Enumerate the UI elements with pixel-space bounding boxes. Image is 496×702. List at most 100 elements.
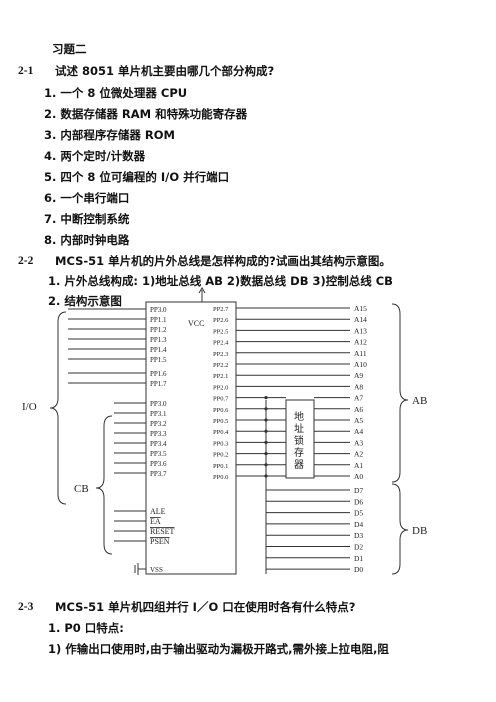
data-line-label: D0 [354,565,363,574]
left-pin-label: PP3.0 [150,400,167,408]
answer-item: 2. 结构示意图 [48,294,122,308]
db-label: DB [412,525,427,537]
left-pin-label: PP1.5 [150,356,167,364]
left-pin-label: PP3.0 [150,306,167,314]
right-pin-label: PP2.2 [213,362,228,369]
right-pin-label: PP0.2 [213,452,228,459]
cb-label: CB [74,483,89,495]
answer-item: 4. 两个定时/计数器 [44,149,146,163]
address-line-label: A6 [354,405,363,414]
junction-dot [264,474,268,478]
ab-brace [391,303,409,483]
question-text: 试述 8051 单片机主要由哪几个部分构成? [55,64,275,78]
latch-label-char: 存 [294,446,304,459]
junction-dot [264,396,268,400]
answer-item: 1. 一个 8 位微处理器 CPU [44,86,188,100]
right-pin-label: PP2.7 [213,306,229,313]
answer-item: 5. 四个 8 位可编程的 I/O 并行端口 [44,170,230,184]
bus-structure-diagram: PP3.0PP1.1PP1.2PP1.3PP1.4PP1.5PP1.6PP1.7… [22,287,427,575]
left-pin-label: PP3.4 [150,440,167,448]
right-pin-label: PP2.5 [213,328,228,335]
data-line-label: D4 [354,520,363,529]
control-pin-label: ALE [150,507,166,516]
latch-label-char: 地 [294,410,304,423]
right-pin-label: PP2.3 [213,351,228,358]
control-pin-label: PSEN [150,537,170,546]
address-line-label: A11 [354,349,367,358]
right-pin-label: PP0.5 [213,418,228,425]
address-line-label: A12 [354,338,367,347]
address-line-label: A14 [354,315,367,324]
latch-label-char: 锁 [294,434,304,447]
address-line-label: A7 [354,394,363,403]
right-pin-label: PP2.0 [213,384,228,391]
control-pin-label: RESET [150,527,175,536]
address-line-label: A2 [354,450,363,459]
db-brace [391,483,409,575]
left-pin-label: PP1.7 [150,380,167,388]
left-pin-label: PP3.2 [150,420,167,428]
left-pin-label: PP1.3 [150,336,167,344]
address-line-label: A8 [354,382,363,391]
right-pin-label: PP0.3 [213,440,228,447]
chip-body [145,301,237,575]
address-line-label: A10 [354,360,367,369]
question-text: MCS-51 单片机四组并行 I／O 口在使用时各有什么特点? [55,600,356,614]
junction-dot [264,429,268,433]
io-brace [49,311,67,505]
right-pin-label: PP0.4 [213,429,229,436]
data-line-label: D3 [354,531,363,540]
left-pin-label: PP1.1 [150,316,167,324]
data-line-label: D2 [354,543,363,552]
right-pin-label: PP0.6 [213,407,229,414]
question-number: 2-3 [18,601,34,613]
address-line-label: A13 [354,326,367,335]
left-pin-label: PP3.5 [150,450,167,458]
address-line-label: A5 [354,416,363,425]
address-line-label: A3 [354,438,363,447]
page-title: 习题二 [52,42,87,56]
left-pin-label: PP3.6 [150,460,167,468]
question-number: 2-2 [18,255,34,267]
vss-label: VSS [150,566,163,574]
right-pin-label: PP0.0 [213,474,228,481]
data-line-label: D1 [354,554,363,563]
answer-item: 1. P0 口特点: [48,621,124,635]
left-pin-label: PP1.4 [150,346,167,354]
address-line-label: A9 [354,371,363,380]
left-pin-label: PP1.2 [150,326,167,334]
data-line-label: D5 [354,509,363,518]
right-pin-label: PP0.7 [213,396,229,403]
address-line-label: A4 [354,427,363,436]
left-pin-label: PP1.6 [150,370,167,378]
answer-item: 1) 作输出口使用时,由于输出驱动为漏极开路式,需外接上拉电阻,阻 [48,642,389,656]
right-pin-label: PP2.4 [213,340,229,347]
question-text: MCS-51 单片机的片外总线是怎样构成的?试画出其结构示意图。 [55,254,391,268]
data-line-label: D6 [354,497,363,506]
question-number: 2-1 [18,65,34,77]
vcc-label: VCC [188,319,204,328]
answer-item: 6. 一个串行端口 [44,191,130,205]
right-pin-label: PP2.1 [213,373,228,380]
latch-label-char: 器 [294,459,304,471]
junction-dot [264,463,268,467]
latch-label-char: 址 [294,422,304,435]
address-latch [285,399,315,479]
address-line-label: A1 [354,461,363,470]
left-pin-label: PP3.3 [150,430,167,438]
right-pin-label: PP2.6 [213,317,229,324]
address-line-label: A15 [354,304,367,313]
address-line-label: A0 [354,472,363,481]
cb-brace [95,415,113,555]
answer-item: 3. 内部程序存储器 ROM [44,128,175,142]
left-pin-label: PP3.1 [150,410,167,418]
junction-dot [264,440,268,444]
junction-dot [264,418,268,422]
left-pin-label: PP3.7 [150,470,167,478]
ab-label: AB [412,395,427,407]
answer-item: 7. 中断控制系统 [44,212,130,226]
junction-dot [264,452,268,456]
answer-item: 8. 内部时钟电路 [44,233,130,247]
answer-item: 1. 片外总线构成: 1)地址总线 AB 2)数据总线 DB 3)控制总线 CB [48,274,393,288]
answer-item: 2. 数据存储器 RAM 和特殊功能寄存器 [44,107,248,121]
